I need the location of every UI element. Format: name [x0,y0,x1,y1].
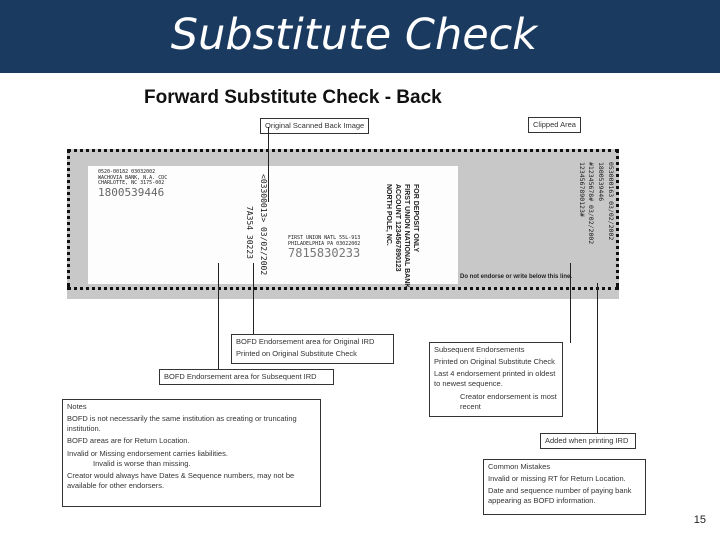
notes-box: Notes BOFD is not necessarily the same i… [62,399,321,507]
notes-line: Invalid or Missing endorsement carries l… [67,448,228,458]
stamp-line: WACHOVIA BANK, N.A. CDC [98,174,168,181]
page-number: 15 [693,514,706,526]
stamp-line: 0520-00182 03032002 [98,169,156,175]
mistakes-line: Date and sequence number of paying bank … [488,486,632,506]
mistakes-heading: Common Mistakes [488,462,551,471]
slide-title: Substitute Check [170,10,538,60]
bofd-stamp: <03300013> 03/02/2002 [259,174,268,276]
label-original-scanned: Original Scanned Back Image [260,118,370,135]
deposit-line: NORTH POLE, NC. [384,184,392,246]
stamp-number: 7815830233 [288,246,361,260]
label-line: BOFD Endorsement area for Original IRD [236,337,375,346]
original-back-image: 0520-00182 03032002 WACHOVIA BANK, N.A. … [88,166,458,288]
notes-line: BOFD is not necessarily the same institu… [67,414,297,434]
label-line: Creator endorsement is most recent [460,391,557,411]
pointer-line [268,127,269,202]
bofd-stamp-seq: 7A354 30223 [245,206,254,259]
figure-title: Forward Substitute Check - Back [144,87,442,108]
check-back-image: 0520-00182 03032002 WACHOVIA BANK, N.A. … [67,149,619,288]
label-subsequent: Subsequent Endorsements Printed on Origi… [429,342,563,417]
label-bofd-original: BOFD Endorsement area for Original IRD P… [231,334,394,365]
stamp-number: 1800539446 [98,185,165,199]
label-line: Last 4 endorsement printed in oldest to … [434,369,556,389]
label-bofd-subsequent: BOFD Endorsement area for Subsequent IRD [159,369,334,386]
pointer-line [597,283,598,433]
endorse-line: 053000163 03/02/2002 [607,162,615,241]
stamp-line: FIRST UNION NATL 55L-913 [288,235,361,241]
deposit-line: FIRST UNION NATIONAL BANK [402,184,410,289]
endorse-line: 1234567890123# [577,162,586,217]
label-line: Printed on Original Substitute Check [434,357,555,367]
notes-heading: Notes [67,402,87,411]
label-line: Printed on Original Substitute Check [236,349,357,359]
label-line: Subsequent Endorsements [434,345,525,354]
pointer-line [253,263,254,338]
deposit-line: FOR DEPOSIT ONLY [412,184,419,253]
endorse-line: #12345678# 03/02/2002 [587,162,596,245]
figure: Forward Substitute Check - Back Original… [60,83,668,520]
mistakes-line: Invalid or missing RT for Return Locatio… [488,474,626,484]
stamp-line: PHILADELPHIA PA 03022002 [288,240,361,247]
label-added: Added when printing IRD [540,433,636,450]
pointer-line [218,263,219,375]
pointer-line [570,263,571,343]
stamp-line: CHARLOTTE, NC 3175-002 [98,180,165,186]
deposit-line: ACCOUNT 1234567890123 [393,184,401,272]
endorse-line: 1800539446 [597,162,606,202]
mistakes-box: Common Mistakes Invalid or missing RT fo… [483,459,646,515]
notes-line: Invalid is worse than missing. [93,458,191,468]
notes-line: Creator would always have Dates & Sequen… [67,470,295,490]
notes-line: BOFD areas are for Return Location. [67,436,190,446]
title-bar: Substitute Check [0,0,720,73]
endorse-footer: Do not endorse or write below this line. [460,274,573,280]
label-clipped-area: Clipped Area [528,117,581,134]
clipped-band [67,287,619,299]
